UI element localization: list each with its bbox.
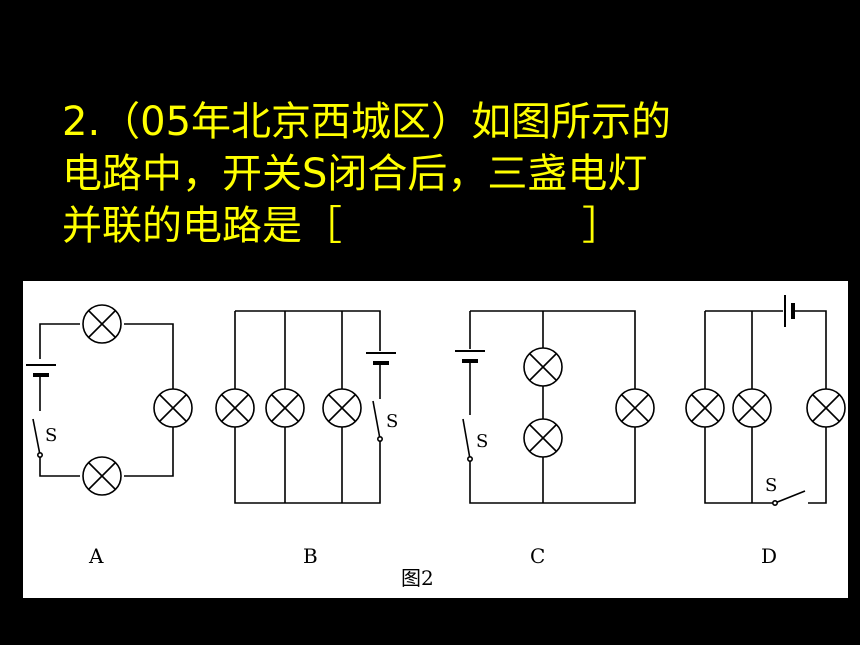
question-line-2: 电路中，开关S闭合后，三盏电灯: [62, 151, 648, 197]
switch-icon: [32, 418, 44, 459]
circuit-figure: S A S B: [23, 281, 848, 598]
circuit-c: S C: [455, 310, 655, 568]
lamp-icon: [215, 388, 255, 428]
switch-label: S: [476, 431, 488, 452]
lamp-icon: [806, 388, 846, 428]
circuit-b: S B: [215, 310, 398, 568]
option-label-b: B: [303, 544, 318, 568]
lamp-icon: [685, 388, 725, 428]
option-label-d: D: [761, 544, 777, 568]
circuit-a: S A: [26, 304, 193, 568]
lamp-icon: [523, 347, 563, 387]
option-label-c: C: [530, 544, 545, 568]
lamp-icon: [615, 388, 655, 428]
circuit-d: S D: [685, 295, 846, 568]
switch-icon: [462, 418, 473, 463]
battery-icon: [366, 352, 396, 399]
figure-caption: 图2: [401, 566, 434, 590]
battery-icon: [26, 364, 56, 411]
lamp-icon: [82, 304, 122, 344]
question-text: 2.（05年北京西城区）如图所示的 电路中，开关S闭合后，三盏电灯 并联的电路是…: [62, 96, 822, 252]
lamp-icon: [732, 388, 772, 428]
switch-label: S: [45, 425, 57, 446]
switch-icon: [771, 490, 806, 507]
lamp-icon: [265, 388, 305, 428]
question-line-3: 并联的电路是［ ］: [62, 203, 622, 249]
battery-icon: [784, 295, 795, 327]
switch-label: S: [386, 411, 398, 432]
lamp-icon: [82, 456, 122, 496]
switch-icon: [372, 400, 383, 443]
option-label-a: A: [88, 544, 104, 568]
battery-icon: [455, 350, 485, 415]
lamp-icon: [322, 388, 362, 428]
switch-label: S: [765, 475, 777, 496]
question-line-1: 2.（05年北京西城区）如图所示的: [62, 99, 672, 145]
lamp-icon: [153, 388, 193, 428]
lamp-icon: [523, 418, 563, 458]
